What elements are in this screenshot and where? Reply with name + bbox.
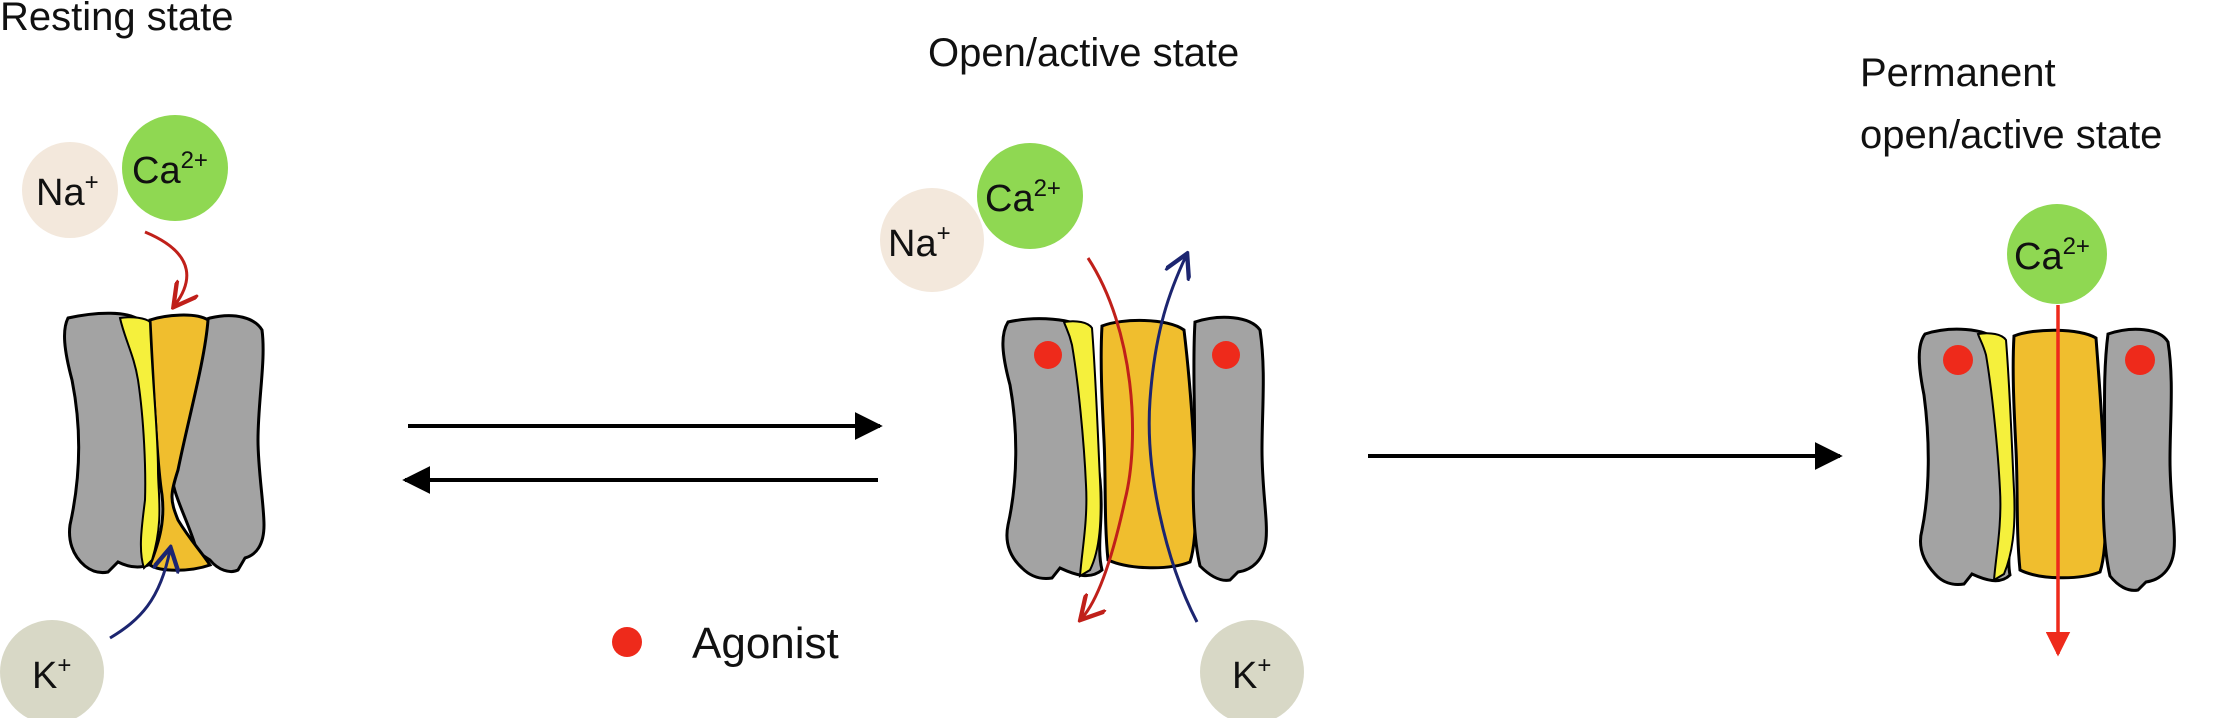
k-ion: K+ xyxy=(1200,620,1304,718)
open-state-group: Open/active state Na+ Ca2+ K+ xyxy=(880,31,1304,718)
ca-ion-symbol: Ca xyxy=(985,178,1034,220)
na-ion: Na+ xyxy=(22,142,118,238)
svg-text:K+: K+ xyxy=(32,652,71,697)
legend: Agonist xyxy=(612,619,839,668)
k-ion-charge: + xyxy=(1257,652,1271,679)
na-ca-influx-arrow xyxy=(1082,257,1134,618)
svg-text:Ca2+: Ca2+ xyxy=(132,147,208,192)
na-ion: Na+ xyxy=(880,188,984,292)
k-ion-charge: + xyxy=(57,652,71,679)
svg-text:K+: K+ xyxy=(1232,652,1271,697)
agonist-dot xyxy=(2125,345,2155,375)
channel-subunit-right xyxy=(1191,315,1268,582)
na-ion-charge: + xyxy=(937,220,951,247)
ca-ion: Ca2+ xyxy=(122,115,228,221)
ion-channel-closed xyxy=(63,311,266,574)
na-ion-charge: + xyxy=(85,169,99,196)
svg-text:Na+: Na+ xyxy=(888,220,951,265)
permanent-state-group: Permanent open/active state Ca2+ xyxy=(1860,51,2176,657)
na-ion-symbol: Na xyxy=(888,223,937,265)
agonist-dot xyxy=(1212,341,1240,369)
svg-text:Na+: Na+ xyxy=(36,169,99,214)
permanent-state-title: Permanent xyxy=(1860,51,2056,95)
ca-ion-charge: 2+ xyxy=(1034,175,1061,202)
permanent-state-title-line2: open/active state xyxy=(1860,113,2162,157)
resting-state-group: Resting state Na+ Ca2+ K+ xyxy=(0,0,266,718)
agonist-dot xyxy=(1034,341,1062,369)
svg-text:Ca2+: Ca2+ xyxy=(985,175,1061,220)
channel-helix-left xyxy=(1976,332,2016,582)
k-ion-symbol: K xyxy=(32,655,57,697)
k-efflux-arrow xyxy=(1147,256,1199,623)
ca-ion: Ca2+ xyxy=(2007,204,2107,304)
k-efflux-arrow xyxy=(109,550,170,640)
agonist-dot xyxy=(1943,345,1973,375)
channel-helix-left xyxy=(1062,320,1102,578)
ca-ion-symbol: Ca xyxy=(132,150,181,192)
na-ca-influx-arrow xyxy=(144,230,187,305)
open-state-title: Open/active state xyxy=(928,31,1239,75)
ca-ion-charge: 2+ xyxy=(2063,233,2090,260)
resting-state-title: Resting state xyxy=(0,0,233,39)
k-ion-symbol: K xyxy=(1232,655,1257,697)
channel-pore xyxy=(148,313,213,572)
svg-text:Ca2+: Ca2+ xyxy=(2014,233,2090,278)
ca-ion: Ca2+ xyxy=(977,143,1083,249)
channel-subunit-right xyxy=(2101,327,2176,592)
ca-ion-symbol: Ca xyxy=(2014,236,2063,278)
agonist-legend-label: Agonist xyxy=(692,619,839,668)
k-ion: K+ xyxy=(0,620,104,718)
channel-helix-left xyxy=(118,316,161,570)
na-ion-symbol: Na xyxy=(36,172,85,214)
ca-ion-charge: 2+ xyxy=(181,147,208,174)
agonist-legend-dot xyxy=(612,627,642,657)
